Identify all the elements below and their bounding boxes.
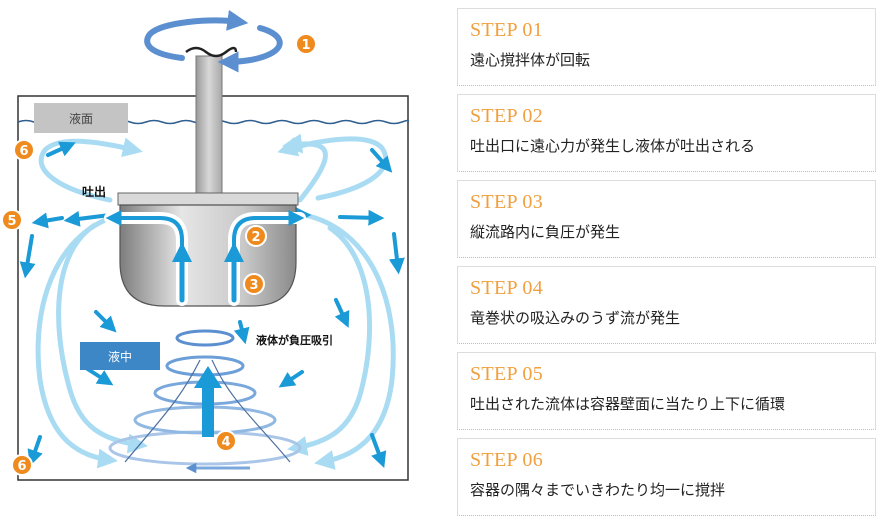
- in-liquid-label-box: [80, 342, 160, 370]
- circulation-flow-light: [35, 133, 396, 470]
- step-marker-6-bottom: 6: [11, 454, 33, 476]
- rotation-arrow: [144, 9, 283, 73]
- step-item-01: STEP 01 遠心撹拌体が回転: [457, 8, 876, 86]
- step-marker-2: 2: [245, 225, 267, 247]
- step-title: STEP 05: [470, 363, 544, 385]
- shaft-break-line: [185, 46, 238, 58]
- step-item-05: STEP 05 吐出された流体は容器壁面に当たり上下に循環: [457, 352, 876, 430]
- step-title: STEP 01: [470, 19, 544, 41]
- step-title: STEP 03: [470, 191, 544, 213]
- step-description: 吐出された流体は容器壁面に当たり上下に循環: [470, 395, 786, 413]
- svg-text:2: 2: [251, 230, 260, 245]
- step-item-02: STEP 02 吐出口に遠心力が発生し液体が吐出される: [457, 94, 876, 172]
- svg-text:1: 1: [301, 38, 310, 53]
- in-liquid-label: 液中: [108, 349, 132, 364]
- step-description: 容器の隅々までいきわたり均一に撹拌: [470, 481, 726, 499]
- step-marker-1: 1: [295, 33, 317, 55]
- svg-text:3: 3: [249, 278, 258, 293]
- step-list: STEP 01 遠心撹拌体が回転 STEP 02 吐出口に遠心力が発生し液体が吐…: [457, 8, 876, 524]
- svg-text:5: 5: [7, 214, 16, 229]
- impeller-internal-flow: [104, 210, 306, 306]
- svg-text:4: 4: [221, 435, 230, 450]
- discharge-label: 吐出: [82, 184, 106, 199]
- step-item-04: STEP 04 竜巻状の吸込みのうず流が発生: [457, 266, 876, 344]
- svg-text:6: 6: [17, 459, 26, 474]
- step-description: 縦流路内に負圧が発生: [470, 223, 621, 241]
- central-upflow-arrow: [202, 385, 214, 437]
- step-description: 竜巻状の吸込みのうず流が発生: [470, 309, 681, 327]
- step-item-06: STEP 06 容器の隅々までいきわたり均一に撹拌: [457, 438, 876, 516]
- central-upflow-arrowhead: [194, 366, 222, 388]
- liquid-surface-label: 液面: [69, 111, 93, 126]
- liquid-surface-label-box: [34, 103, 128, 133]
- impeller-top-plate: [117, 192, 299, 206]
- step-item-03: STEP 03 縦流路内に負圧が発生: [457, 180, 876, 258]
- step-marker-5: 5: [1, 209, 23, 231]
- negative-pressure-suction-label: 液体が負圧吸引: [256, 333, 333, 347]
- step-description: 吐出口に遠心力が発生し液体が吐出される: [470, 137, 756, 155]
- step-description: 遠心撹拌体が回転: [470, 51, 591, 69]
- step-title: STEP 06: [470, 449, 544, 471]
- svg-text:6: 6: [19, 144, 28, 159]
- mixing-flow-diagram: 液面: [1, 9, 410, 481]
- step-marker-3: 3: [243, 273, 265, 295]
- impeller-shaft: [195, 55, 223, 197]
- step-title: STEP 02: [470, 105, 544, 127]
- step-title: STEP 04: [470, 277, 544, 299]
- step-marker-6-top: 6: [13, 139, 35, 161]
- step-marker-4: 4: [215, 430, 237, 452]
